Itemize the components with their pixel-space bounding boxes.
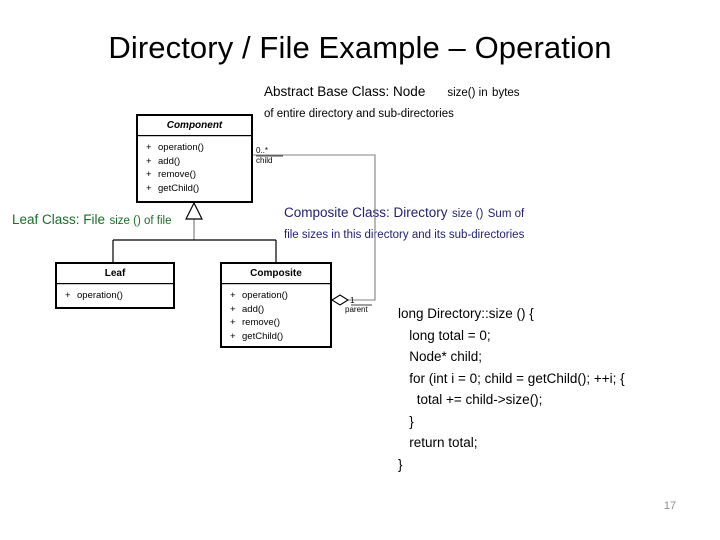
generalization-triangle-icon [185,201,203,220]
visibility-public-icon: + [65,290,71,301]
visibility-public-icon: + [146,142,152,153]
uml-operation-label: remove() [242,317,281,328]
uml-operation: + operation() [146,141,251,155]
uml-operation-label: add() [158,155,181,167]
visibility-public-icon: + [230,330,236,342]
uml-operation: + operation() [230,289,330,303]
aggregation-diamond-icon [330,294,350,306]
uml-operation: + add() [230,303,330,317]
uml-operation-label: add() [242,303,265,315]
annotation-abstract-body: bytes of entire directory and sub-direct… [264,87,520,120]
visibility-public-icon: + [146,169,152,180]
annotation-abstract-lead: Abstract Base Class: Node [264,84,426,99]
annotation-leaf-lead: Leaf Class: File [12,212,106,227]
uml-class-leaf-operations: + operation() [57,284,173,307]
visibility-public-icon: + [146,182,152,194]
uml-class-component-name: Component [138,116,251,136]
edge-label-parent-role: parent [345,305,368,314]
uml-class-composite-operations: + operation() + add() + remove() + getChild(… [222,284,330,347]
uml-operation: + getChild() [146,182,251,196]
visibility-public-icon: + [230,290,236,301]
uml-operation-label: operation() [158,142,204,153]
annotation-abstract-base-class: Abstract Base Class: Node size() in bytes… [264,82,532,124]
annotation-composite-lead: Composite Class: Directory [284,205,448,220]
uml-operation-label: getChild() [158,182,200,194]
edge-label-child-multiplicity: 0..* [256,146,269,155]
uml-operation: + remove() [146,168,251,182]
edge-label-parent-multiplicity: 1 [350,296,355,305]
uml-class-composite[interactable]: Composite + operation() + add() + remove() … [220,262,332,348]
annotation-abstract-body-inline: size() in [447,87,488,99]
uml-operation-label: operation() [77,290,123,301]
uml-class-composite-name: Composite [222,264,330,284]
visibility-public-icon: + [230,303,236,315]
uml-operation: + add() [146,155,251,169]
page-title: Directory / File Example – Operation [108,30,612,65]
annotation-leaf-class: Leaf Class: File size () of file [12,210,172,231]
visibility-public-icon: + [146,155,152,167]
uml-class-component[interactable]: Component + operation() + add() + remove() … [136,114,253,203]
annotation-composite-class: Composite Class: Directory size () Sum o… [284,203,536,245]
annotation-leaf-body: size () of file [109,215,172,227]
edge-label-child-role: child [256,156,273,165]
visibility-public-icon: + [230,317,236,328]
uml-operation-label: getChild() [242,330,284,342]
uml-class-component-operations: + operation() + add() + remove() + getChild(… [138,136,251,199]
uml-operation-label: remove() [158,169,197,180]
uml-operation: + remove() [230,316,330,330]
uml-operation: + operation() [65,289,173,303]
uml-operation-label: operation() [242,290,288,301]
uml-operation: + getChild() [230,330,330,344]
code-block: long Directory::size () { long total = 0… [398,306,625,472]
uml-class-leaf[interactable]: Leaf + operation() [55,262,175,309]
annotation-composite-body-inline: size () [452,208,484,220]
uml-class-leaf-name: Leaf [57,264,173,284]
page-number: 17 [663,500,677,512]
